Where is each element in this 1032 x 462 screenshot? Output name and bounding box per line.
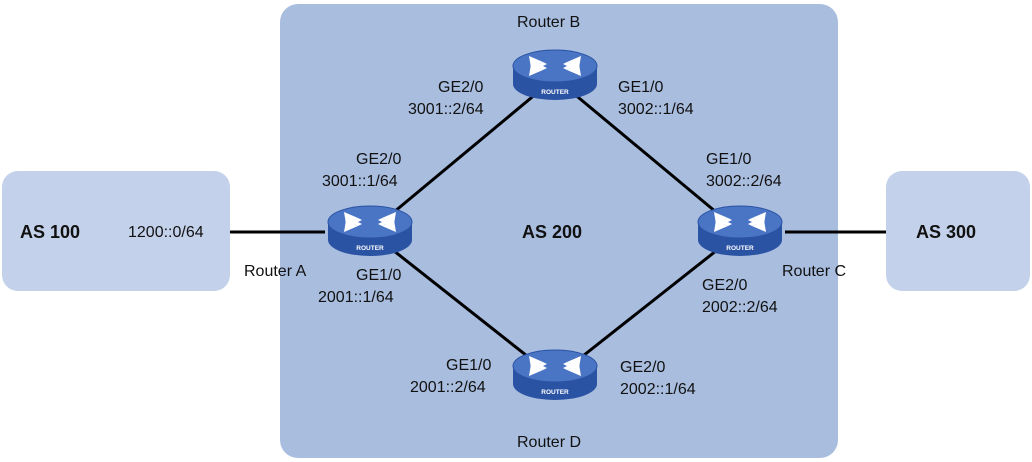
router-a-ge1-port: GE1/0 [356, 267, 401, 284]
link-router-a-router-d [369, 230, 556, 380]
router-c-ge1-port: GE1/0 [706, 151, 751, 168]
router-d-ge1-address: 2001::2/64 [410, 379, 486, 396]
router-b-name: Router B [517, 14, 580, 31]
as-100-region [2, 171, 230, 291]
router-d[interactable]: ROUTER [512, 349, 598, 401]
router-a-ge1-address: 2001::1/64 [318, 289, 394, 306]
router-a-ge2-address: 3001::1/64 [322, 173, 398, 190]
router-a-ge2-port: GE2/0 [356, 151, 401, 168]
router-d-ge2-port: GE2/0 [620, 359, 665, 376]
router-b-ge2-address: 3001::2/64 [408, 101, 484, 118]
as-100-label: AS 100 [20, 222, 80, 242]
router-b-badge: ROUTER [541, 89, 569, 96]
router-c-name: Router C [782, 263, 846, 280]
router-c-ge2-address: 2002::2/64 [702, 299, 778, 316]
router-d-ge1-port: GE1/0 [446, 357, 491, 374]
as-300-label: AS 300 [916, 222, 976, 242]
router-a-name: Router A [244, 263, 307, 280]
router-a-badge: ROUTER [356, 245, 384, 252]
router-a[interactable]: ROUTER [327, 205, 413, 257]
router-c[interactable]: ROUTER [697, 205, 783, 257]
as-300-region [886, 171, 1030, 291]
router-b-ge1-port: GE1/0 [618, 79, 663, 96]
link-router-d-router-c [554, 230, 741, 380]
router-a-as100-address: 1200::0/64 [128, 224, 204, 241]
router-d-badge: ROUTER [541, 389, 569, 396]
router-d-name: Router D [517, 434, 581, 451]
router-b-ge2-port: GE2/0 [438, 79, 483, 96]
link-router-b-router-c [554, 76, 741, 234]
router-c-badge: ROUTER [726, 245, 754, 252]
router-c-ge2-port: GE2/0 [702, 277, 747, 294]
router-c-ge1-address: 3002::2/64 [706, 173, 782, 190]
as-200-region [280, 4, 838, 458]
router-d-ge2-address: 2002::1/64 [620, 381, 696, 398]
link-router-a-router-b [369, 76, 556, 234]
as-200-label: AS 200 [522, 222, 582, 242]
router-b[interactable]: ROUTER [512, 49, 598, 101]
router-b-ge1-address: 3002::1/64 [618, 101, 694, 118]
